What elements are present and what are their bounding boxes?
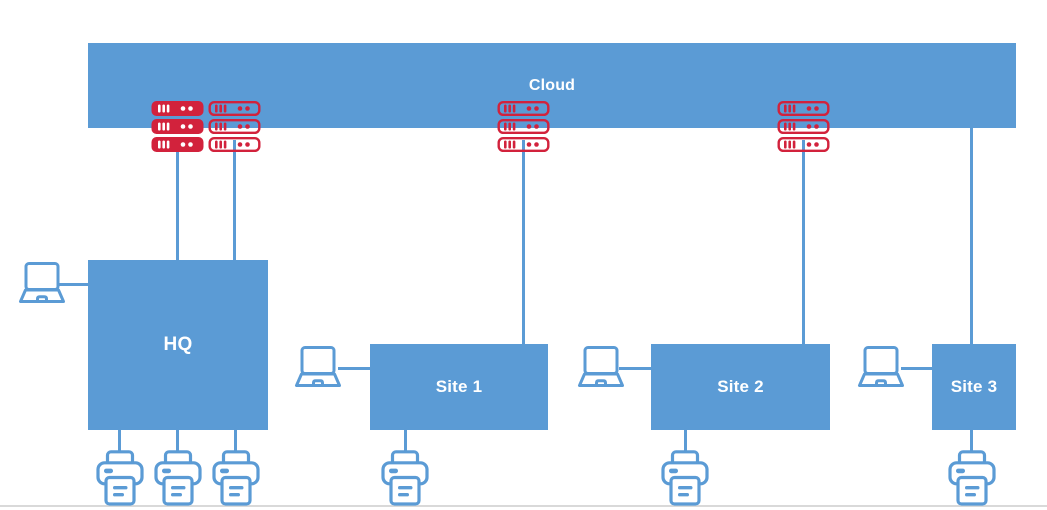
connector-laptop-site2 bbox=[619, 367, 651, 370]
hq-label: HQ bbox=[163, 334, 193, 355]
site1-label: Site 1 bbox=[435, 377, 483, 396]
server-rack-outline-icon[interactable] bbox=[777, 101, 830, 152]
server-rack-outline-icon[interactable] bbox=[497, 101, 550, 152]
site1-node[interactable]: Site 1 bbox=[370, 344, 548, 430]
connector-stack-site1 bbox=[522, 140, 525, 344]
hq-node[interactable]: HQ bbox=[88, 260, 268, 430]
connector-hq-printer3 bbox=[234, 430, 237, 454]
printer-icon[interactable] bbox=[212, 450, 260, 506]
laptop-icon[interactable] bbox=[294, 345, 342, 391]
connector-site3-printer bbox=[970, 430, 973, 454]
connector-hq-printer2 bbox=[176, 430, 179, 454]
connector-laptop-site3 bbox=[901, 367, 932, 370]
site3-node[interactable]: Site 3 bbox=[932, 344, 1016, 430]
site2-label: Site 2 bbox=[717, 377, 764, 396]
connector-site2-printer bbox=[684, 430, 687, 454]
laptop-icon[interactable] bbox=[577, 345, 625, 391]
server-rack-outline-icon[interactable] bbox=[208, 101, 261, 152]
printer-icon[interactable] bbox=[154, 450, 202, 506]
cloud-label: Cloud bbox=[528, 76, 576, 94]
site3-label: Site 3 bbox=[950, 377, 998, 396]
printer-icon[interactable] bbox=[96, 450, 144, 506]
connector-cloud-site3 bbox=[970, 127, 973, 344]
connector-laptop-site1 bbox=[338, 367, 370, 370]
connector-stack1-hq bbox=[176, 140, 179, 260]
site2-node[interactable]: Site 2 bbox=[651, 344, 830, 430]
connector-stack2-hq bbox=[233, 140, 236, 260]
connector-hq-printer1 bbox=[118, 430, 121, 454]
laptop-icon[interactable] bbox=[18, 261, 66, 307]
printer-icon[interactable] bbox=[948, 450, 996, 506]
printer-icon[interactable] bbox=[381, 450, 429, 506]
page-divider bbox=[0, 505, 1047, 507]
connector-site1-printer bbox=[404, 430, 407, 454]
connector-stack-site2 bbox=[802, 140, 805, 344]
printer-icon[interactable] bbox=[661, 450, 709, 506]
connector-laptop-hq bbox=[58, 283, 88, 286]
server-rack-solid-icon[interactable] bbox=[151, 101, 204, 152]
laptop-icon[interactable] bbox=[857, 345, 905, 391]
